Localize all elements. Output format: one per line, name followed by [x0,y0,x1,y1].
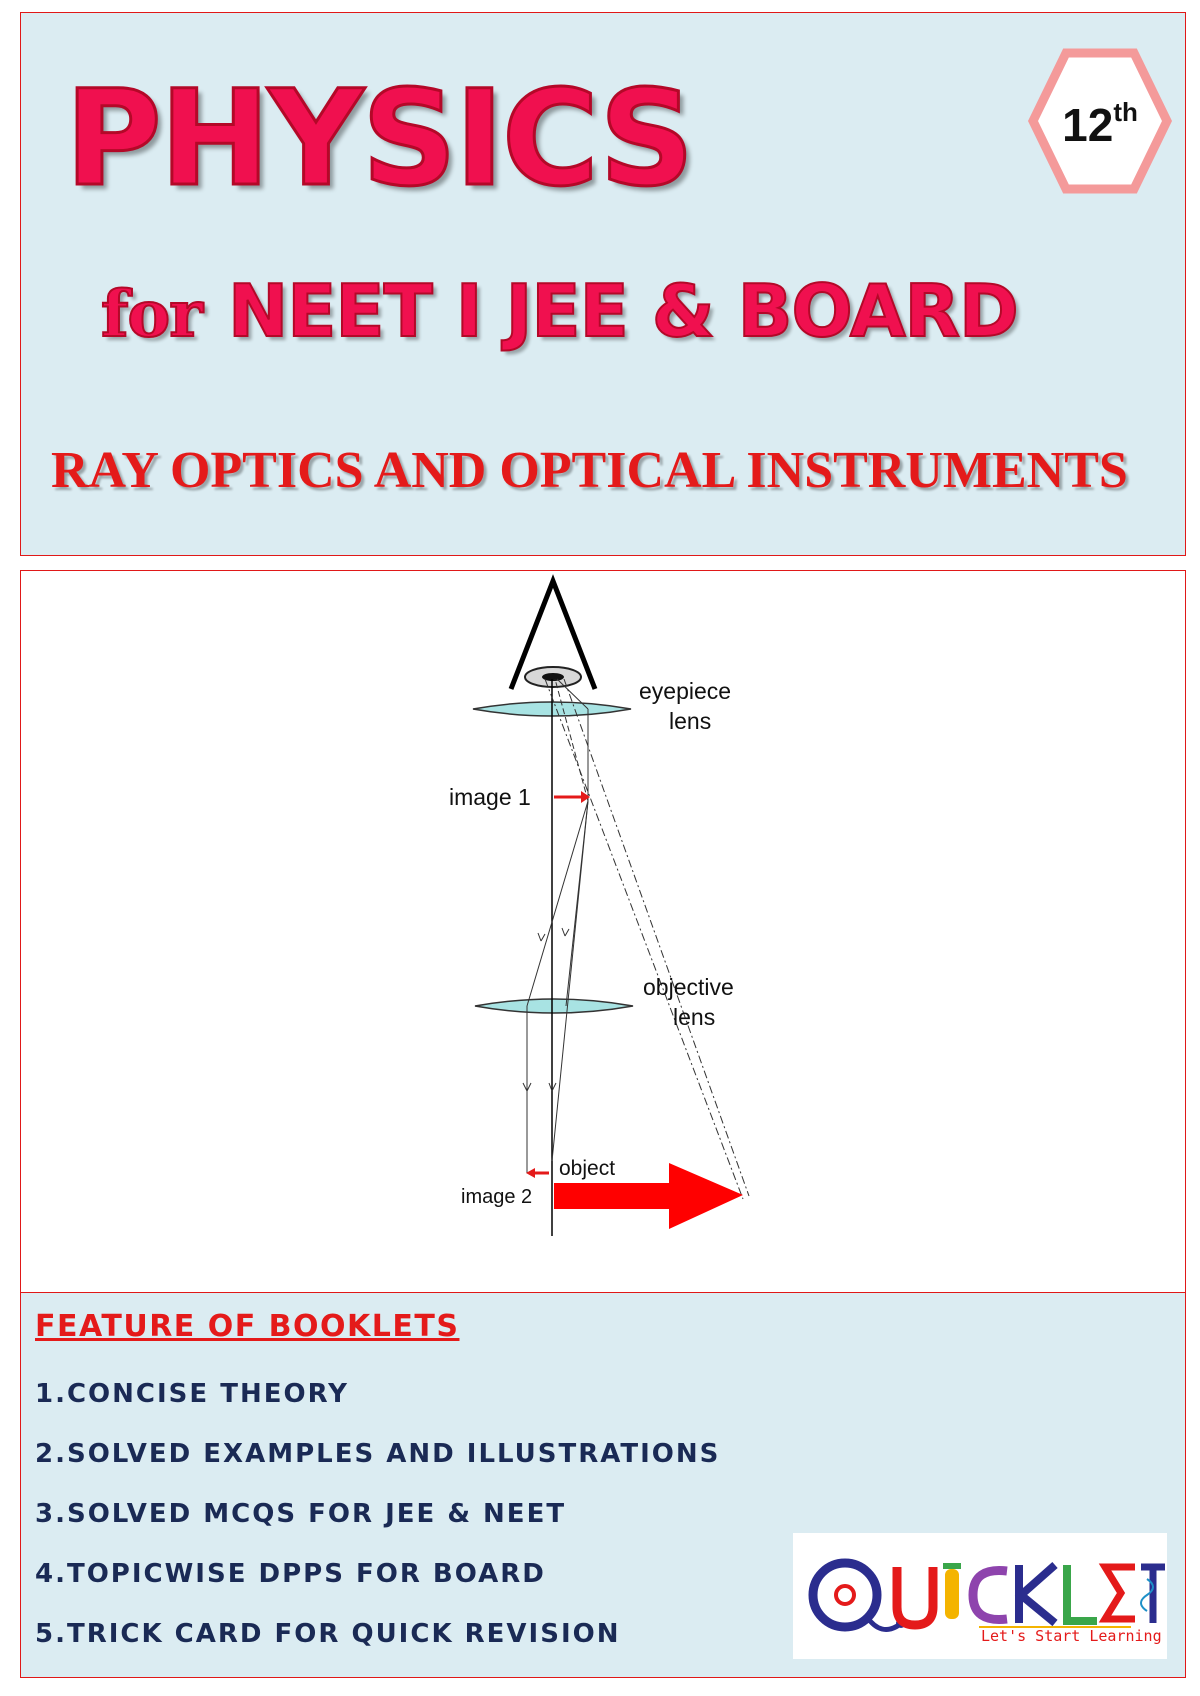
eye-icon [508,574,598,690]
hexagon-badge-icon [1027,48,1173,194]
feature-item: 5.TRICK CARD FOR QUICK REVISION [35,1619,621,1649]
features-panel: FEATURE OF BOOKLETS 1.CONCISE THEORY 2.S… [20,1293,1186,1678]
eyepiece-label-line2: lens [669,708,711,734]
grade-badge: 12th [1027,47,1173,195]
book-title: PHYSICS [63,62,695,216]
chapter-title: RAY OPTICS AND OPTICAL INSTRUMENTS [51,442,1128,499]
object-label: object [559,1157,615,1180]
feature-item: 3.SOLVED MCQS FOR JEE & NEET [35,1499,567,1529]
image-2-arrow [526,1168,549,1178]
image-1-label: image 1 [449,784,531,810]
subtitle-exams: NEET I JEE & BOARD [227,269,1020,353]
objective-label-line1: objective [643,974,734,1000]
feature-item: 4.TOPICWISE DPPS FOR BOARD [35,1559,546,1589]
logo-tagline: Let's Start Learning [981,1627,1162,1645]
feature-item: 2.SOLVED EXAMPLES AND ILLUSTRATIONS [35,1439,721,1469]
feature-item: 1.CONCISE THEORY [35,1379,349,1409]
light-rays [522,678,750,1200]
image-1-arrow [554,791,590,803]
image-2-label: image 2 [461,1186,532,1208]
feature-list: 1.CONCISE THEORY 2.SOLVED EXAMPLES AND I… [35,1379,720,1679]
quicklet-logo-icon: Let's Start Learning [808,1558,1165,1645]
object-arrow [554,1163,743,1229]
grade-label: 12th [1062,97,1138,151]
quicklet-logo: Let's Start Learning [793,1533,1167,1659]
objective-lens [474,998,634,1014]
eyepiece-label-line1: eyepiece [639,678,731,704]
compound-microscope-diagram: eyepiece lens image 1 objective lens obj… [449,574,750,1236]
microscope-diagram-panel: eyepiece lens image 1 objective lens obj… [20,570,1186,1293]
features-heading: FEATURE OF BOOKLETS [35,1309,460,1344]
subtitle-prefix: for [100,277,204,352]
objective-label-line2: lens [673,1004,715,1030]
